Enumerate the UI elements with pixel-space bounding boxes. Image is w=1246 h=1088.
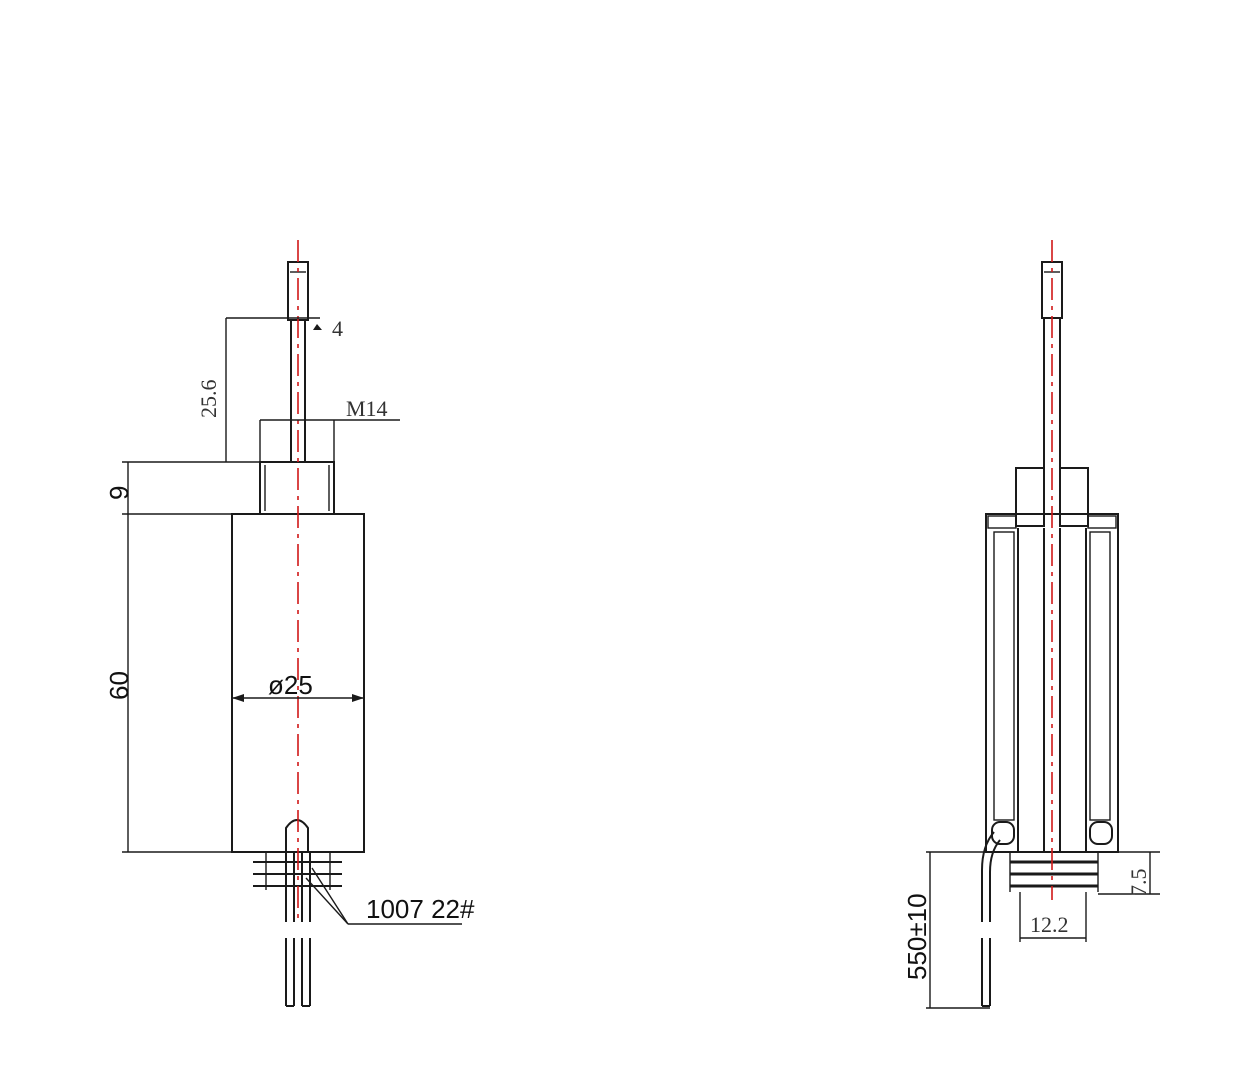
dim-lead-length: 550±10 <box>902 851 990 1009</box>
dim-spring-diameter-label: 12.2 <box>1030 912 1069 937</box>
dim-stroke-label: 25.6 <box>196 380 221 419</box>
dim-body-length: 60 <box>104 514 232 853</box>
dim-spring-height-label: 7.5 <box>1126 869 1151 897</box>
thread-nut <box>259 461 335 515</box>
section-spring <box>1009 852 1099 892</box>
left-view: 4 25.6 M14 9 60 <box>104 240 475 1007</box>
dim-wire: 1007 22# <box>305 867 475 925</box>
dim-wire-label: 1007 22# <box>366 894 475 924</box>
dim-nut-height: 9 <box>104 461 260 515</box>
dim-spring-diameter: 12.2 <box>1019 892 1087 942</box>
section-lead <box>981 831 1001 1007</box>
dim-body-diameter-label: ø25 <box>268 670 313 700</box>
dim-stroke: 25.6 <box>196 318 227 462</box>
dim-nut-height-label: 9 <box>104 486 134 500</box>
dim-lead-length-label: 550±10 <box>902 893 932 980</box>
dim-thread-label: M14 <box>346 396 388 421</box>
dim-body-length-label: 60 <box>104 671 134 700</box>
dim-thread: M14 <box>259 396 400 462</box>
dim-spring-height: 7.5 <box>1098 851 1160 897</box>
right-view: 7.5 12.2 550±10 <box>902 240 1160 1009</box>
dim-shaft-diameter: 4 <box>226 316 343 341</box>
section-nut <box>1015 467 1089 527</box>
spring-and-leads <box>253 819 342 1007</box>
dim-shaft-diameter-label: 4 <box>332 316 343 341</box>
dim-body-diameter: ø25 <box>232 670 364 702</box>
